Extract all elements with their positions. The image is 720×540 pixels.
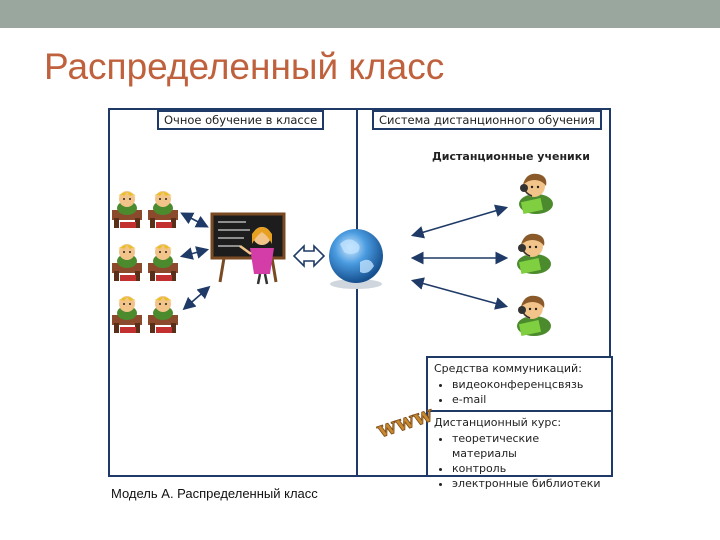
student-icon (148, 191, 178, 228)
right-section-label: Система дистанционного обучения (372, 110, 602, 130)
course-box: Дистанционный курс: теоретические матери… (426, 410, 613, 490)
double-arrow-icon (292, 244, 326, 268)
top-bar (0, 0, 720, 28)
slide-title: Распределенный класс (44, 46, 445, 87)
figure-caption: Модель А. Распределенный класс (111, 486, 318, 501)
student-icon (112, 244, 142, 281)
course-item: электронные библиотеки (452, 476, 605, 491)
teacher-icon (210, 212, 286, 285)
globe-icon (329, 229, 383, 289)
student-icon (112, 296, 142, 333)
student-icon (148, 244, 178, 281)
course-item: теоретические материалы (452, 431, 605, 461)
communication-item: видеоконференцсвязь (452, 377, 605, 392)
communication-header: Средства коммуникаций: (434, 362, 582, 375)
remote-student-icon (516, 294, 552, 337)
course-item: контроль (452, 461, 605, 476)
student-icon (112, 191, 142, 228)
student-icon (148, 296, 178, 333)
diagram-divider (356, 108, 358, 477)
www-graphic: www (373, 401, 437, 444)
communication-box: Средства коммуникаций: видеоконференцсвя… (426, 356, 613, 412)
diagram-frame (108, 108, 611, 477)
communication-item: e-mail (452, 392, 605, 407)
course-header: Дистанционный курс: (434, 416, 562, 429)
remote-student-icon (516, 232, 552, 275)
remote-student-icon (518, 172, 554, 215)
left-section-label: Очное обучение в классе (157, 110, 325, 130)
remote-students-label: Дистанционные ученики (432, 150, 590, 163)
